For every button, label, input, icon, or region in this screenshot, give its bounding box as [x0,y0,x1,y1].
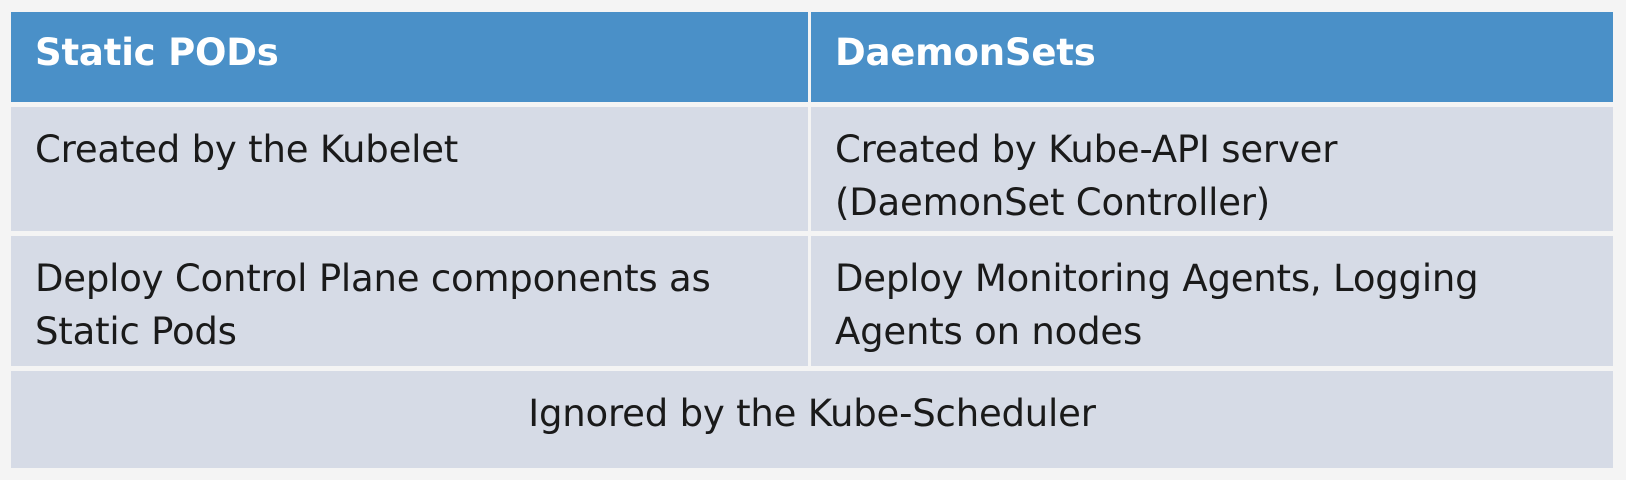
cell-line: Agents on nodes [835,310,1143,353]
cell-line: Deploy Monitoring Agents, Logging [835,257,1479,300]
cell-static-created-by: Created by the Kubelet [11,107,808,231]
cell-line: Static Pods [35,310,237,353]
cell-line: Deploy Control Plane components as [35,257,711,300]
cell-static-use-case: Deploy Control Plane components as Stati… [11,236,808,366]
cell-daemonset-created-by: Created by Kube-API server (DaemonSet Co… [811,107,1613,231]
table-header-row: Static PODs DaemonSets [11,12,1613,102]
comparison-table: Static PODs DaemonSets Created by the Ku… [11,12,1613,468]
cell-daemonset-use-case: Deploy Monitoring Agents, Logging Agents… [811,236,1613,366]
table-row: Deploy Control Plane components as Stati… [11,236,1613,366]
cell-line: Created by Kube-API server [835,128,1338,171]
cell-line: (DaemonSet Controller) [835,181,1271,224]
table-row-shared: Ignored by the Kube-Scheduler [11,371,1613,468]
table-row: Created by the Kubelet Created by Kube-A… [11,107,1613,231]
header-daemonsets: DaemonSets [811,12,1613,102]
cell-shared-scheduler: Ignored by the Kube-Scheduler [11,371,1613,468]
cell-text: Created by the Kubelet [35,128,459,171]
header-static-pods: Static PODs [11,12,808,102]
